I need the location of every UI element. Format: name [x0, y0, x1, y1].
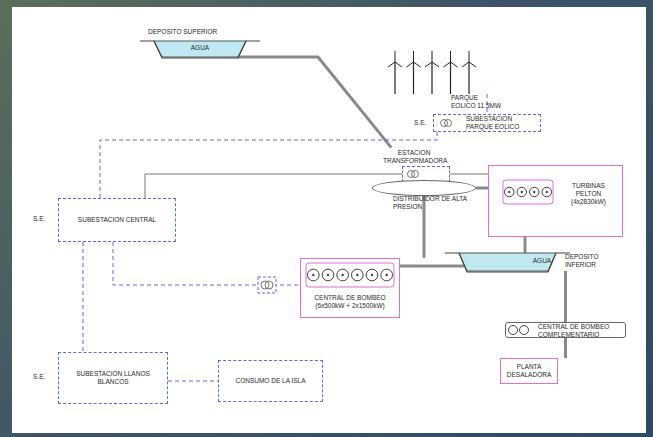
node-label: SUBESTACION LLANOS BLANCOS: [65, 370, 161, 386]
pump-hub: [546, 191, 548, 193]
turbine-blade: [462, 62, 469, 67]
transformer-symbol: [265, 281, 273, 289]
turbine-mast: [468, 62, 469, 94]
water-pipe: [564, 338, 567, 358]
turbine-mast: [394, 62, 395, 94]
power-line: [168, 381, 218, 382]
node-label: CENTRAL DE BOMBEO (6x500kW + 2x1500kW): [305, 294, 395, 310]
pump-hub: [385, 274, 387, 276]
turbine-blade: [388, 62, 395, 67]
turbine-blade: [413, 51, 414, 62]
wind-farm: PARQUE EOLICO 11.5MW: [385, 50, 507, 94]
turbine-blade: [451, 62, 458, 67]
pump-frame: [503, 180, 553, 204]
turbine-blade: [432, 62, 439, 67]
transformer-coil: [441, 120, 448, 127]
reservoir-embankment: [445, 253, 570, 272]
pump-circle: [505, 187, 515, 197]
lower-reservoir: AGUADEPOSITO INFERIOR: [455, 252, 629, 272]
substation-box: S.E.SUBESTACION PARQUE EOLICO: [433, 114, 541, 132]
power-line: [83, 242, 84, 352]
pump-circle: [308, 269, 320, 281]
substation-tag: S.E.: [33, 215, 45, 223]
substation-box: S.E.SUBESTACION CENTRAL: [58, 198, 176, 242]
turbine-mast: [413, 62, 414, 94]
water-pipe: [423, 196, 426, 258]
node-label: SUBESTACION CENTRAL: [78, 216, 156, 224]
turbine-blade: [432, 51, 433, 62]
pump-circle: [366, 269, 378, 281]
turbine-blade: [450, 51, 451, 62]
pump-circle: [530, 187, 540, 197]
wind-turbines: [385, 50, 507, 94]
turbine-mast: [450, 62, 451, 94]
transformer-symbol: [403, 167, 449, 181]
pump-hub: [371, 274, 373, 276]
substation-tag: S.E.: [33, 373, 45, 381]
node-label: AGUA: [455, 257, 629, 265]
turbine-blade: [395, 62, 402, 67]
turbine-box: TURBINAS PELTON (4x2830kW): [488, 165, 623, 237]
node-label: AGUA: [150, 44, 250, 52]
pump-hub: [341, 274, 343, 276]
turbine-blade: [407, 62, 414, 67]
water-pipe: [564, 271, 567, 322]
node-label: PARQUE EOLICO 11.5MW: [451, 94, 503, 110]
electric-line: [450, 174, 488, 175]
turbine-blade: [444, 62, 451, 67]
upper-reservoir: DEPOSITO SUPERIORAGUA: [150, 40, 250, 58]
turbine-blade: [469, 62, 476, 67]
node-label: TURBINAS PELTON (4x2830kW): [561, 182, 616, 205]
transformer-coil: [408, 171, 415, 178]
pump-circle: [322, 269, 334, 281]
pump-hub: [521, 191, 523, 193]
turbine-blade: [469, 51, 470, 62]
water-pipe: [476, 187, 488, 190]
desalination-box: PLANTA DESALADORA: [500, 358, 558, 384]
consumer-box: CONSUMO DE LA ISLA: [218, 360, 323, 402]
node-label: DISTRIBUIDOR DE ALTA PRESION: [393, 195, 473, 211]
turbine-blade: [414, 62, 421, 67]
distributor-circle: DISTRIBUIDOR DE ALTA PRESION: [372, 180, 476, 196]
pump-circle: [509, 326, 518, 335]
electric-line: [145, 174, 402, 198]
node-label: SUBESTACION PARQUE EOLICO: [466, 115, 538, 131]
pump-station: CENTRAL DE BOMBEO (6x500kW + 2x1500kW): [300, 258, 400, 318]
turbine-blade: [395, 51, 396, 62]
reservoir-embankment: [140, 41, 260, 58]
turbine-mast: [431, 62, 432, 94]
pump-hub: [327, 274, 329, 276]
water-pipe: [524, 237, 527, 253]
pump-circle: [352, 269, 364, 281]
pump-circle: [542, 187, 552, 197]
pump-symbol: CENTRAL DE BOMBEO COMPLEMENTARIO: [505, 322, 626, 338]
pump-hub: [508, 191, 510, 193]
node-label: CENTRAL DE BOMBEO COMPLEMENTARIO: [538, 323, 623, 339]
pump-hub: [533, 191, 535, 193]
node-label: PLANTA DESALADORA: [505, 363, 553, 379]
substation-tag: S.E.: [414, 119, 426, 127]
pump-hub: [356, 274, 358, 276]
pump-circle: [337, 269, 349, 281]
water-pipe: [238, 57, 391, 148]
substation-box: S.E.SUBESTACION LLANOS BLANCOS: [58, 352, 168, 404]
pump-circle: [381, 269, 393, 281]
node-label: DEPOSITO INFERIOR: [565, 253, 625, 269]
node-label: CONSUMO DE LA ISLA: [235, 377, 305, 385]
pump-frame: [306, 263, 394, 287]
transformer-coil: [445, 120, 452, 127]
water-pipe: [400, 265, 464, 268]
transformer-box: [258, 277, 276, 293]
pump-hub: [312, 274, 314, 276]
transformer-coil: [412, 171, 419, 178]
pump-circle: [517, 187, 527, 197]
node-label: ESTACION TRANSFORMADORA: [383, 149, 445, 165]
pump-circle: [520, 326, 529, 335]
node-label: DEPOSITO SUPERIOR: [148, 28, 238, 36]
turbine-blade: [425, 62, 432, 67]
